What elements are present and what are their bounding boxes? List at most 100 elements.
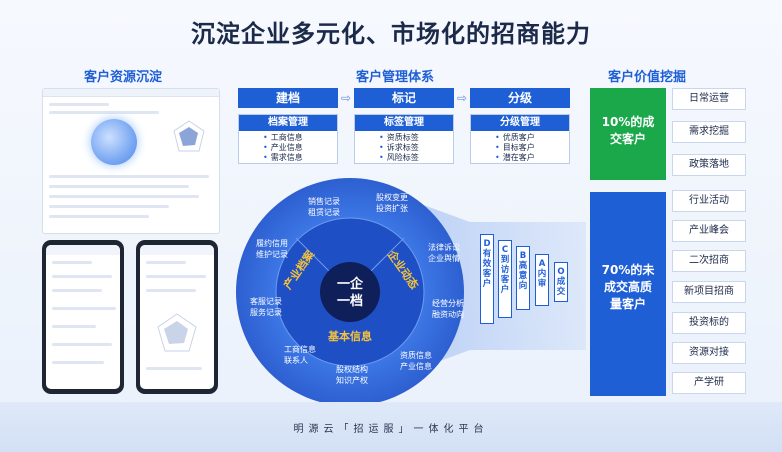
phone-line [52, 261, 92, 264]
phone-line [52, 325, 96, 328]
page-title: 沉淀企业多元化、市场化的招商能力 [191, 20, 591, 48]
card-grade-management: 分级管理 优质客户 目标客户 潜在客户 [470, 114, 570, 164]
desktop-line [49, 185, 189, 188]
card-item: 需求信息 [263, 153, 337, 163]
grade-card-c: C到访客户 [498, 240, 512, 318]
section-title-value: 客户价值挖掘 [608, 70, 687, 85]
card-item: 诉求标签 [379, 143, 453, 153]
tag-industry-academia: 产学研 [672, 372, 746, 394]
ring-label: 服务记录 [250, 307, 282, 317]
card-title: 分级管理 [471, 115, 569, 131]
phone-screenshot-1 [42, 240, 124, 394]
phone-line [52, 289, 102, 292]
grade-card-d: D有效客户 [480, 234, 494, 324]
card-item: 目标客户 [495, 143, 569, 153]
tag-industry-summit: 产业峰会 [672, 220, 746, 242]
ring-label: 经营分析 [432, 298, 464, 308]
tag-investment-target: 投资标的 [672, 312, 746, 334]
grade-card-b: B高意向 [516, 246, 530, 310]
center-text-1: 一企 [337, 276, 364, 292]
ring-label: 销售记录 [308, 196, 340, 206]
desktop-line [49, 195, 199, 198]
card-item: 风险标签 [379, 153, 453, 163]
grade-card-o: O成交 [554, 262, 568, 302]
step-grade: 分级 [470, 88, 570, 108]
ring-label: 企业舆情 [428, 253, 460, 263]
phone-line [52, 275, 112, 278]
phone-screen [140, 245, 214, 389]
phone-line [146, 289, 196, 292]
ring-label: 客服记录 [250, 296, 282, 306]
unconverted-customers-box: 70%的未 成交高质 量客户 [590, 192, 666, 396]
ring-label: 资质信息 [400, 350, 432, 360]
step-arrow-icon: ⇨ [341, 91, 352, 105]
step-arrow-icon: ⇨ [457, 91, 468, 105]
unconverted-text-1: 70%的未 [601, 263, 655, 277]
phone-line [52, 307, 116, 310]
ring-label: 产业信息 [400, 361, 432, 371]
ring-label: 投资扩张 [376, 203, 408, 213]
desktop-line [49, 103, 109, 106]
center-circle [320, 262, 380, 322]
phone-line [146, 275, 206, 278]
desktop-line [49, 175, 209, 178]
tag-secondary-investment: 二次招商 [672, 250, 746, 272]
tag-demand-mining: 需求挖掘 [672, 121, 746, 143]
tag-industry-event: 行业活动 [672, 190, 746, 212]
card-item: 优质客户 [495, 133, 569, 143]
step-tag: 标记 [354, 88, 454, 108]
radar-chart-icon [173, 120, 205, 152]
tag-policy: 政策落地 [672, 154, 746, 176]
desktop-header-bar [43, 89, 219, 97]
radar-chart-icon [157, 313, 197, 352]
unconverted-text-2: 成交高质 [603, 280, 652, 294]
profile-circle-diagram: 一企 一档 产业档案 企业动态 基本信息 销售记录 租赁记录 股权变更 投资扩张… [236, 178, 464, 406]
ring-label: 股权结构 [336, 364, 368, 374]
card-item: 工商信息 [263, 133, 337, 143]
desktop-line [49, 215, 149, 218]
footer-text: 明源云「招运服」一体化平台 [293, 424, 489, 435]
section-title-resources: 客户资源沉淀 [84, 70, 163, 85]
phone-header [140, 245, 214, 255]
card-item: 潜在客户 [495, 153, 569, 163]
ring-label: 工商信息 [284, 344, 316, 354]
phone-line [52, 361, 104, 364]
phone-screen [46, 245, 120, 389]
ring-label: 租赁记录 [308, 207, 340, 217]
ring-label: 维护记录 [256, 249, 288, 259]
section-title-management: 客户管理体系 [356, 70, 435, 85]
converted-text-2: 交客户 [609, 132, 646, 146]
desktop-line [49, 111, 159, 114]
desktop-line [49, 205, 169, 208]
tag-new-project: 新项目招商 [672, 281, 746, 303]
footer: 明源云「招运服」一体化平台 [0, 402, 782, 452]
card-title: 档案管理 [239, 115, 337, 131]
phone-line [146, 367, 202, 370]
card-tag-management: 标签管理 资质标签 诉求标签 风险标签 [354, 114, 454, 164]
step-create-file: 建档 [238, 88, 338, 108]
ring-label: 股权变更 [376, 192, 408, 202]
desktop-screenshot [42, 88, 220, 234]
card-item: 资质标签 [379, 133, 453, 143]
ring-label: 融资动向 [432, 309, 464, 319]
phone-line [52, 343, 112, 346]
ring-label: 履约信用 [256, 238, 288, 248]
card-item: 产业信息 [263, 143, 337, 153]
phone-screenshot-2 [136, 240, 218, 394]
ring-label: 知识产权 [336, 375, 368, 385]
ring-label: 联系人 [284, 355, 308, 365]
tag-resource-matching: 资源对接 [672, 342, 746, 364]
segment-basic-info: 基本信息 [327, 329, 372, 343]
unconverted-text-3: 量客户 [609, 297, 646, 311]
center-text-2: 一档 [337, 293, 363, 309]
card-title: 标签管理 [355, 115, 453, 131]
card-file-management: 档案管理 工商信息 产业信息 需求信息 [238, 114, 338, 164]
converted-customers-box: 10%的成 交客户 [590, 88, 666, 180]
converted-text-1: 10%的成 [601, 115, 655, 129]
grade-card-a: A内审 [535, 254, 549, 306]
tag-daily-operation: 日常运营 [672, 88, 746, 110]
ring-label: 法律诉讼 [428, 242, 460, 252]
phone-line [146, 261, 186, 264]
globe-graphic [91, 119, 137, 165]
